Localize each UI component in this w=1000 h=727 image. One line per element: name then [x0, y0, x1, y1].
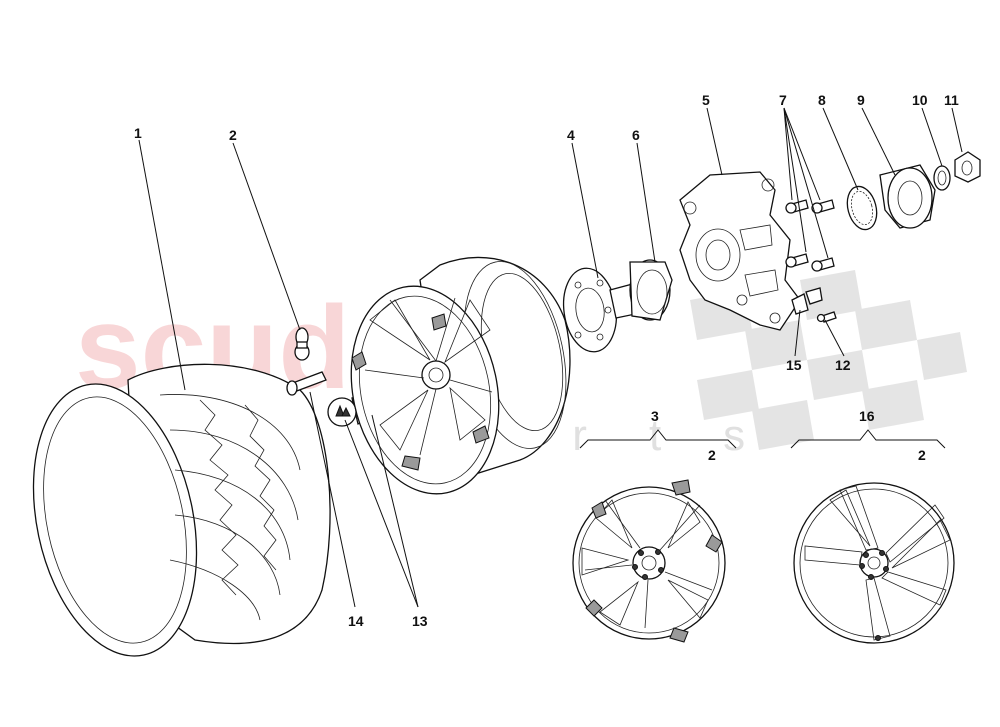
quantity-variant-16: 2: [918, 447, 926, 463]
screw-icon[interactable]: [816, 311, 837, 323]
callout-13[interactable]: 13: [412, 613, 428, 629]
bearing-icon[interactable]: [879, 164, 936, 229]
valve-icon[interactable]: [294, 327, 310, 361]
callout-10[interactable]: 10: [912, 92, 928, 108]
leader-lines: [138, 107, 963, 608]
callout-6[interactable]: 6: [632, 127, 640, 143]
callout-11[interactable]: 11: [944, 92, 959, 108]
hub-nut-icon[interactable]: [954, 151, 981, 183]
callout-14[interactable]: 14: [348, 613, 364, 629]
callout-2[interactable]: 2: [229, 127, 237, 143]
main-wheel-rim-icon[interactable]: [333, 252, 582, 508]
callout-12[interactable]: 12: [835, 357, 851, 373]
callout-3[interactable]: 3: [651, 408, 659, 424]
callout-4[interactable]: 4: [567, 127, 575, 143]
callouts: 1 2 3 4 5 6 7 8 9 10 11 12 13 14 15 16 2…: [134, 92, 959, 629]
callout-9[interactable]: 9: [857, 92, 865, 108]
rim-variant-b-icon[interactable]: [793, 482, 955, 644]
tire-icon[interactable]: [10, 363, 331, 671]
checkered-flag-watermark: [690, 270, 967, 450]
callout-8[interactable]: 8: [818, 92, 826, 108]
callout-1[interactable]: 1: [134, 125, 142, 141]
callout-15[interactable]: 15: [786, 357, 802, 373]
wheel-carrier-icon[interactable]: [679, 171, 801, 331]
callout-16[interactable]: 16: [859, 408, 875, 424]
wheel-hub-icon[interactable]: [609, 259, 673, 321]
washer-icon[interactable]: [933, 165, 951, 191]
bolts-icon[interactable]: [785, 199, 835, 272]
rim-variant-a-icon[interactable]: [572, 479, 726, 643]
callout-5[interactable]: 5: [702, 92, 710, 108]
sensor-icon[interactable]: [791, 287, 823, 315]
wheel-bolt-icon[interactable]: [286, 371, 327, 396]
quantity-variant-3: 2: [708, 447, 716, 463]
callout-7[interactable]: 7: [779, 92, 787, 108]
abs-ring-icon[interactable]: [843, 183, 881, 233]
